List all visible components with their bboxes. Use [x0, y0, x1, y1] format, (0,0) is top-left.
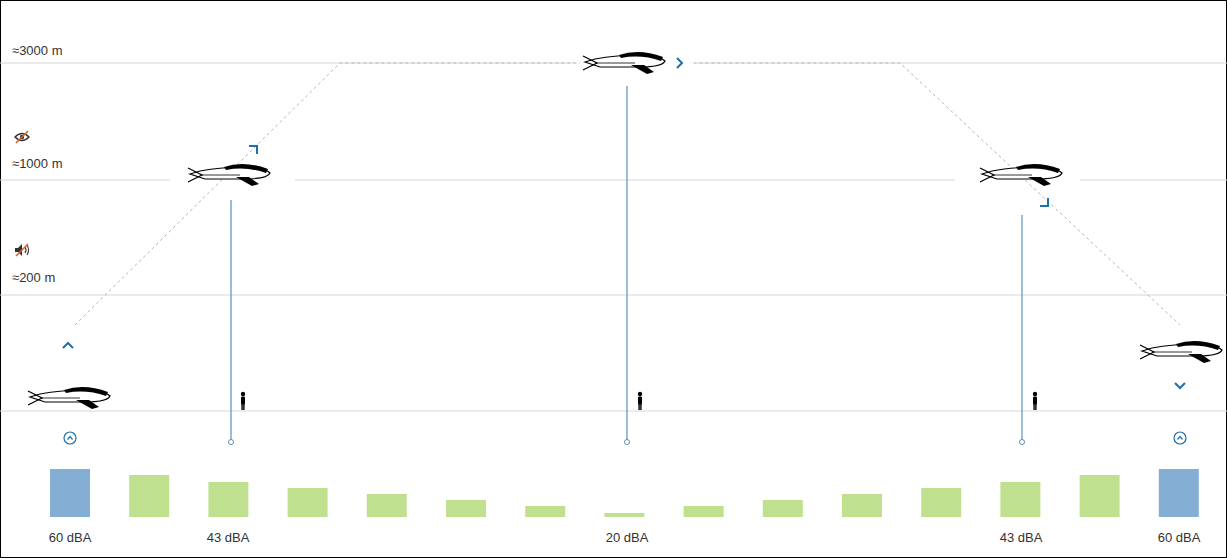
noise-level: 43 dBA [207, 530, 250, 546]
noise-bar [1000, 482, 1040, 517]
noise-bar [763, 500, 803, 517]
noise-level: 60 dBA [1158, 530, 1201, 546]
noise-bar [50, 469, 90, 517]
noise-bar [208, 482, 248, 517]
altitude-label: ≈1000 m [12, 156, 63, 172]
noise-bar [367, 494, 407, 517]
noise-bar [921, 488, 961, 517]
noise-bar [684, 506, 724, 517]
noise-level: 20 dBA [606, 530, 649, 546]
noise-level: 43 dBA [1000, 530, 1043, 546]
altitude-label: ≈3000 m [12, 43, 63, 59]
noise-bar [842, 494, 882, 517]
noise-bar [288, 488, 328, 517]
noise-bar [446, 500, 486, 517]
noise-bar [1159, 469, 1199, 517]
noise-level: 60 dBA [49, 530, 92, 546]
noise-bar [129, 475, 169, 517]
noise-bar [604, 513, 644, 517]
noise-bar [525, 506, 565, 517]
altitude-label: ≈200 m [12, 270, 55, 286]
noise-bar [1080, 475, 1120, 517]
